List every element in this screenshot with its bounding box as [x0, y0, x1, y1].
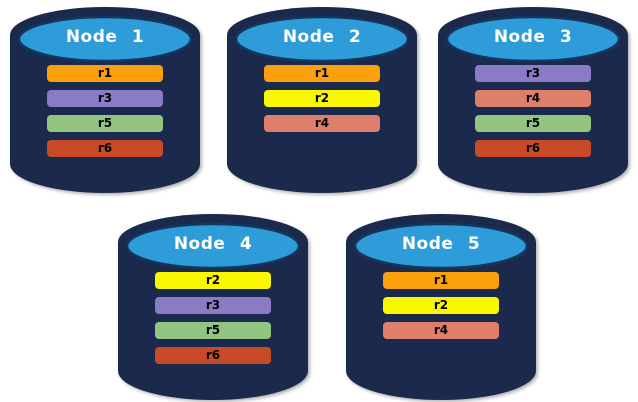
cylinder-top	[17, 15, 193, 63]
db-node-5: Node 5 r1 r2 r4	[346, 212, 536, 401]
node-label: Node 3	[493, 27, 573, 47]
record-r6: r6	[475, 140, 591, 157]
node-label: Node 2	[282, 27, 362, 47]
db-node-3: Node 3 r3 r4 r5 r6	[438, 5, 628, 194]
record-r2: r2	[383, 297, 499, 314]
cylinder-top	[445, 15, 621, 63]
record-r5: r5	[475, 115, 591, 132]
node-label: Node 4	[173, 234, 253, 254]
record-r5: r5	[47, 115, 163, 132]
record-list: r1 r3 r5 r6	[10, 65, 200, 157]
record-r3: r3	[475, 65, 591, 82]
cylinder-top	[234, 15, 410, 63]
record-r4: r4	[475, 90, 591, 107]
record-list: r1 r2 r4	[346, 272, 536, 339]
node-label: Node 1	[65, 27, 145, 47]
db-node-1: Node 1 r1 r3 r5 r6	[10, 5, 200, 194]
record-r6: r6	[155, 347, 271, 364]
record-r6: r6	[47, 140, 163, 157]
record-list: r3 r4 r5 r6	[438, 65, 628, 157]
db-node-4: Node 4 r2 r3 r5 r6	[118, 212, 308, 401]
record-list: r2 r3 r5 r6	[118, 272, 308, 364]
record-r4: r4	[383, 322, 499, 339]
node-label: Node 5	[401, 234, 481, 254]
record-r1: r1	[47, 65, 163, 82]
record-r1: r1	[383, 272, 499, 289]
record-r5: r5	[155, 322, 271, 339]
record-r3: r3	[155, 297, 271, 314]
record-r1: r1	[264, 65, 380, 82]
db-node-2: Node 2 r1 r2 r4	[227, 5, 417, 194]
record-r3: r3	[47, 90, 163, 107]
record-r2: r2	[264, 90, 380, 107]
record-r4: r4	[264, 115, 380, 132]
cylinder-top	[125, 222, 301, 270]
record-r2: r2	[155, 272, 271, 289]
record-list: r1 r2 r4	[227, 65, 417, 132]
cylinder-top	[353, 222, 529, 270]
